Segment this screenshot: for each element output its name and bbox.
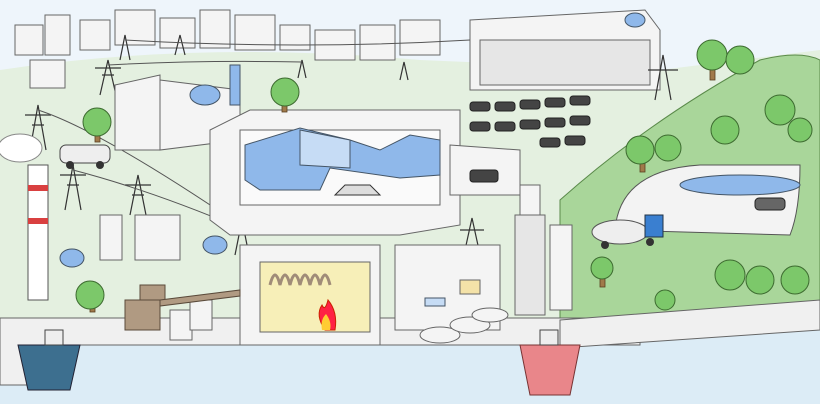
ship-right (519, 329, 581, 396)
coal-handling (124, 284, 241, 331)
storage-tanks (59, 214, 509, 344)
tanker-truck (591, 214, 664, 249)
truck-left (59, 144, 111, 169)
substation-building (469, 9, 661, 91)
ship-left (17, 329, 81, 391)
sea (0, 330, 820, 404)
trees (75, 39, 813, 313)
tunnel-pipes (679, 174, 801, 211)
parked-cars (469, 95, 591, 183)
treatment-tower (514, 184, 573, 316)
generator-building (394, 244, 501, 331)
transmission-towers (25, 34, 678, 256)
car (333, 184, 382, 196)
turbine-hall (209, 109, 521, 236)
quay-right (559, 299, 820, 349)
boiler-building (239, 244, 381, 346)
chimney (0, 133, 49, 301)
